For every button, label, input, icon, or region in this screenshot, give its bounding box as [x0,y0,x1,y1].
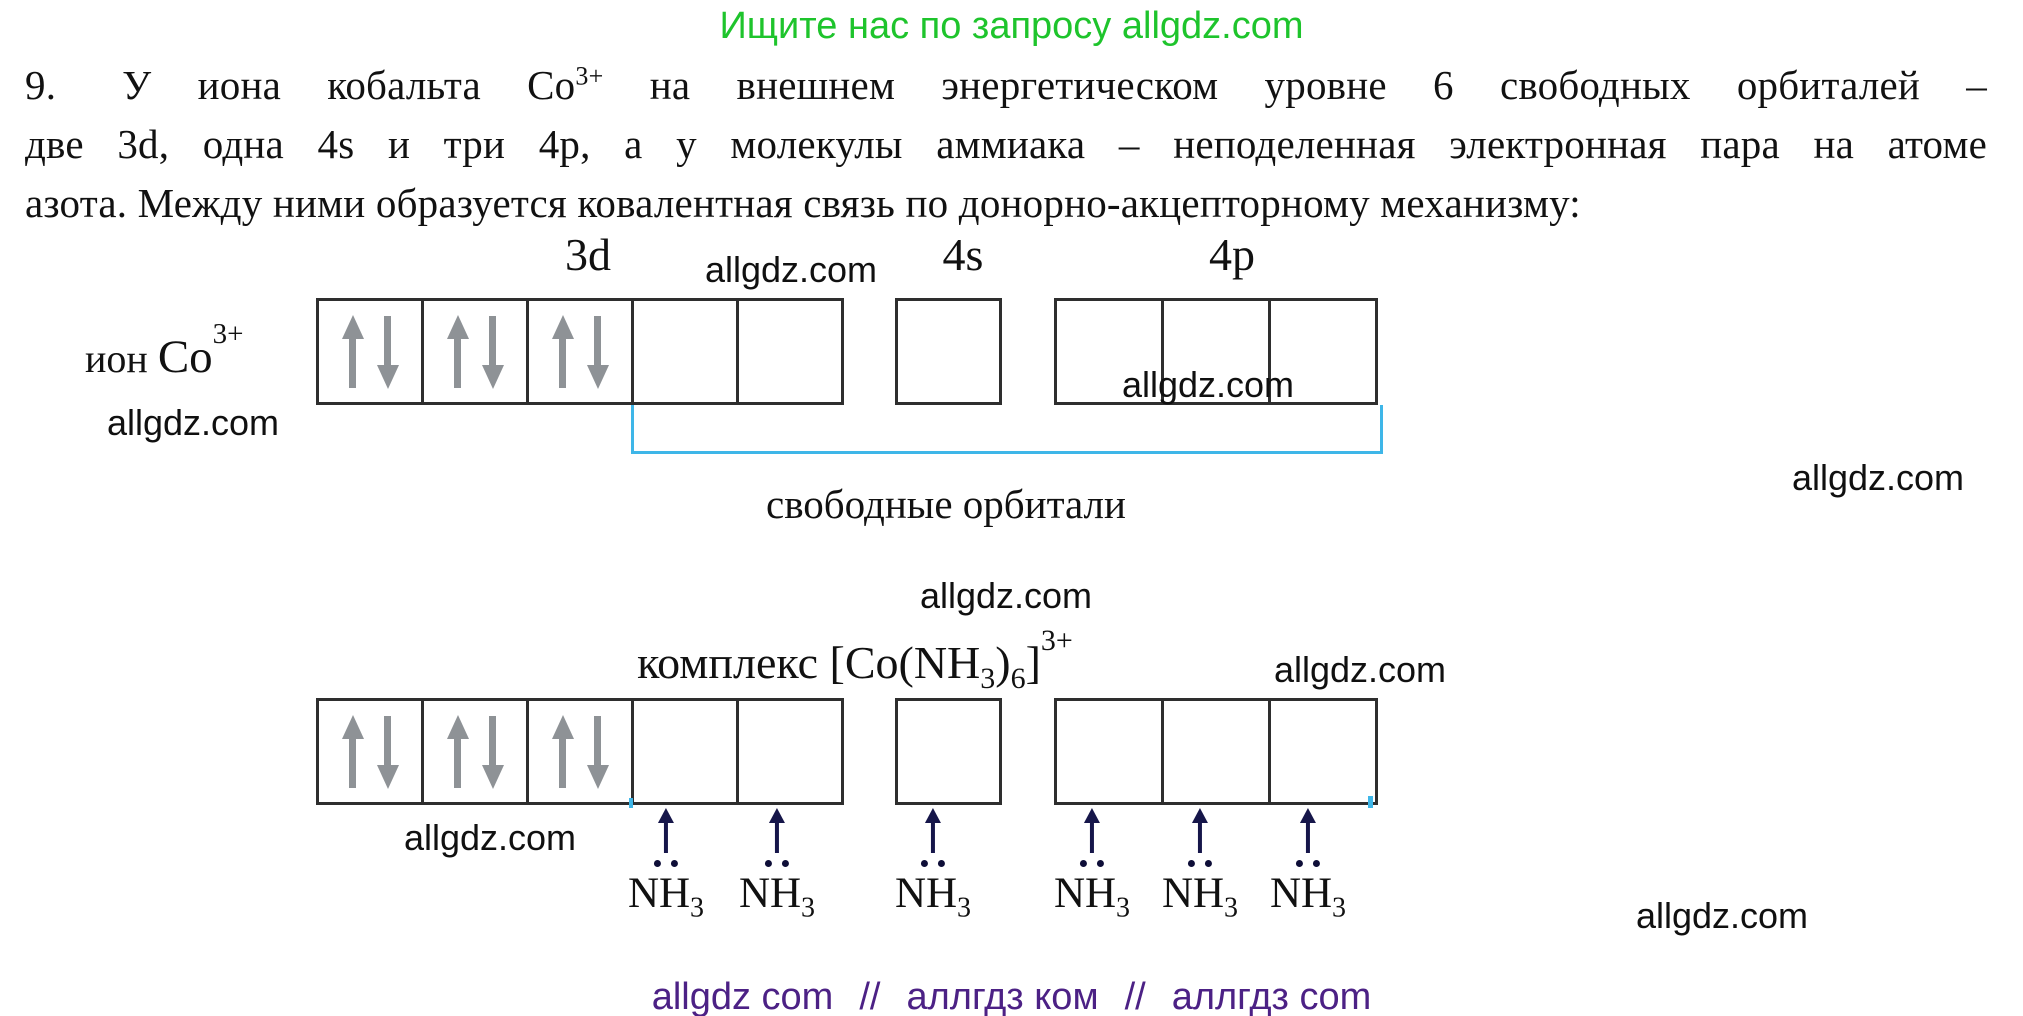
orbital-cell-empty [1161,298,1271,405]
nh3-label: NH3 [738,870,816,924]
sublevel-label-4p: 4p [1209,229,1255,280]
problem-text: 9.У иона кобальта Co3+ на внешнем энерге… [25,56,1987,233]
orbital-cell-paired-electrons [316,698,424,805]
problem-number: 9. [25,62,57,108]
donation-arrow-icon [924,808,942,854]
row1-3d-orbitals [316,298,844,405]
watermark: allgdz.com [1791,457,1965,498]
ion-symbol: Co [157,331,213,383]
problem-line-2: две 3d, одна 4s и три 4p, а у молекулы а… [25,121,1987,167]
blue-tick-right [1368,796,1373,808]
electron-pair-icon [341,714,399,789]
electron-pair-icon [446,714,504,789]
orbital-cell-empty [736,698,844,805]
donation-arrow-icon [657,808,675,854]
sublevel-label-3d: 3d [565,229,611,280]
row1-4s-orbital [895,298,1002,405]
orbital-cell-paired-electrons [526,298,634,405]
nh3-donor-unit: NH3 [1270,808,1346,925]
watermark: allgdz.com [403,817,577,858]
free-orbitals-label: свободные орбитали [766,481,1126,527]
donation-arrow-icon [1083,808,1101,854]
orbital-cell-empty [895,698,1002,805]
orbital-cell-empty [631,698,739,805]
donation-arrow-icon [1191,808,1209,854]
lone-pair-dots-icon [1295,860,1320,867]
row2-4p-orbitals [1054,698,1378,805]
free-orbitals-bracket [631,405,1383,454]
ion-charge: 3+ [212,318,244,350]
orbital-cell-empty [631,298,739,405]
donation-arrow-icon [1299,808,1317,854]
nh3-donor-unit: NH3 [895,808,971,925]
spin-down-arrow-icon [586,715,609,789]
blue-tick-left [629,798,633,808]
electron-pair-icon [551,314,609,389]
nh3-label: NH3 [1161,870,1239,924]
ion-charge-superscript: 3+ [575,61,604,91]
spin-down-arrow-icon [481,315,504,389]
orbital-cell-paired-electrons [526,698,634,805]
complex-charge: 3+ [1040,624,1073,657]
spin-down-arrow-icon [376,315,399,389]
row1-4p-orbitals [1054,298,1378,405]
spin-up-arrow-icon [446,314,469,389]
site-header-text: Ищите нас по запросу allgdz.com [719,5,1304,47]
orbital-cell-empty [1268,698,1378,805]
orbital-cell-paired-electrons [421,698,529,805]
spin-up-arrow-icon [446,714,469,789]
spin-down-arrow-icon [481,715,504,789]
row2-4s-orbital [895,698,1002,805]
spin-up-arrow-icon [341,314,364,389]
spin-up-arrow-icon [551,714,574,789]
orbital-cell-empty [1054,698,1164,805]
orbital-cell-empty [895,298,1002,405]
nh3-donor-unit: NH3 [1054,808,1130,925]
watermark: allgdz.com [106,402,280,443]
donation-arrow-icon [768,808,786,854]
orbital-cell-empty [736,298,844,405]
electron-pair-icon [551,714,609,789]
nh3-label: NH3 [1269,870,1347,924]
watermark: allgdz.com [1121,364,1295,405]
site-footer-text: allgdz com//аллгдз ком//аллгдз com [651,976,1372,1016]
spin-down-arrow-icon [586,315,609,389]
watermark: allgdz.com [1635,895,1809,936]
lone-pair-dots-icon [764,860,789,867]
watermark: allgdz.com [919,575,1093,616]
spin-down-arrow-icon [376,715,399,789]
nh3-donor-unit: NH3 [1162,808,1238,925]
lone-pair-dots-icon [1079,860,1104,867]
nh3-donor-unit: NH3 [739,808,815,925]
orbital-cell-empty [1268,298,1378,405]
nh3-label: NH3 [894,870,972,924]
orbital-cell-paired-electrons [421,298,529,405]
orbital-cell-paired-electrons [316,298,424,405]
watermark: allgdz.com [1273,649,1447,690]
nh3-label: NH3 [627,870,705,924]
orbital-cell-empty [1054,298,1164,405]
complex-formula-label: комплекс [Co(NH3)6]3+ [637,624,1073,696]
lone-pair-dots-icon [920,860,945,867]
nh3-donor-unit: NH3 [628,808,704,925]
nh3-label: NH3 [1053,870,1131,924]
problem-line-1: 9.У иона кобальта Co3+ на внешнем энерге… [25,61,1987,108]
row2-3d-orbitals [316,698,844,805]
electron-pair-icon [341,314,399,389]
electron-pair-icon [446,314,504,389]
orbital-cell-empty [1161,698,1271,805]
lone-pair-dots-icon [1187,860,1212,867]
problem-line-3: азота. Между ними образуется ковалентная… [25,180,1581,226]
watermark: allgdz.com [704,249,878,290]
lone-pair-dots-icon [653,860,678,867]
spin-up-arrow-icon [551,314,574,389]
sublevel-label-4s: 4s [942,229,984,280]
ion-label: ион Co3+ [85,318,244,383]
spin-up-arrow-icon [341,714,364,789]
